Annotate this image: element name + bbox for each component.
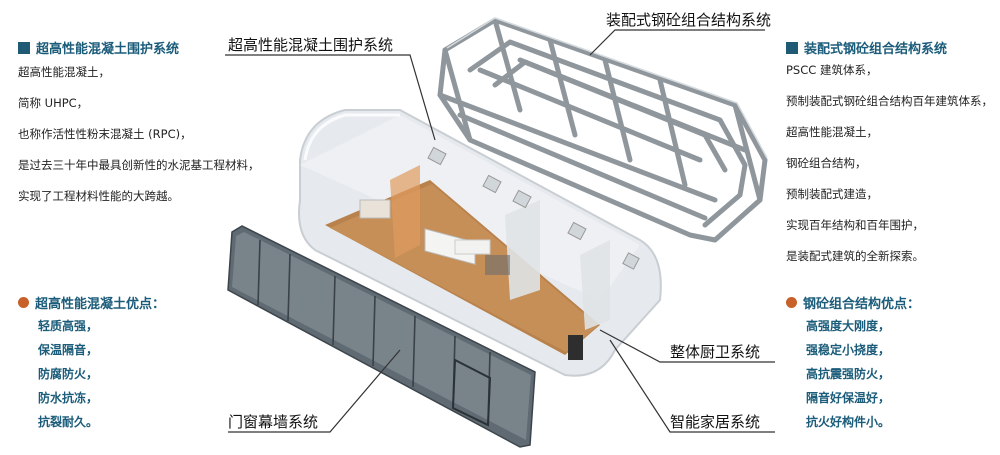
right-advantages-title: 钢砼组合结构优点：: [786, 293, 920, 312]
square-bullet-icon: [18, 41, 30, 54]
left-desc-line: 也称作活性性粉末混凝土 (RPC)，: [18, 127, 192, 141]
right-desc-line: 钢砼组合结构，: [786, 156, 867, 170]
circle-bullet-icon: [18, 297, 29, 308]
callout-envelope-system: 超高性能混凝土围护系统: [228, 36, 394, 54]
right-desc-line: 是装配式建筑的全新探索。: [786, 249, 924, 263]
callout-kitchen-bath-system: 整体厨卫系统: [670, 343, 761, 361]
steel-frame-cage: [437, 17, 768, 243]
curtain-wall-panel: [227, 225, 536, 448]
right-desc-line: PSCC 建筑体系，: [786, 63, 878, 77]
steel-frame-highlight: [446, 17, 768, 159]
right-adv-item: 高强度大刚度，: [806, 319, 891, 333]
left-desc-line: 超高性能混凝土，: [18, 65, 110, 79]
right-desc-line: 预制装配式钢砼组合结构百年建筑体系，: [786, 94, 993, 108]
square-bullet-icon: [786, 41, 798, 54]
left-adv-item: 抗裂耐久。: [38, 415, 99, 429]
callout-smart-home-system: 智能家居系统: [670, 413, 761, 431]
left-adv-item: 轻质高强，: [38, 319, 99, 333]
right-panel-title: 装配式钢砼组合结构系统: [786, 38, 947, 57]
left-adv-item: 防腐防火，: [38, 367, 99, 381]
right-adv-item: 隔音好保温好，: [806, 391, 891, 405]
left-panel-title: 超高性能混凝土围护系统: [18, 38, 179, 57]
right-desc-line: 超高性能混凝土，: [786, 125, 878, 139]
left-desc-line: 是过去三十年中最具创新性的水泥基工程材料，: [18, 158, 260, 172]
right-adv-item: 抗火好构件小。: [806, 415, 891, 429]
left-adv-item: 防水抗冻，: [38, 391, 99, 405]
right-adv-item: 强稳定小挠度，: [806, 343, 891, 357]
circle-bullet-icon: [786, 297, 797, 308]
housing-module: [298, 109, 662, 377]
callout-steel-frame-system: 装配式钢砼组合结构系统: [606, 11, 772, 29]
right-panel-description: PSCC 建筑体系， 预制装配式钢砼组合结构百年建筑体系， 超高性能混凝土， 钢…: [786, 60, 993, 277]
left-advantages-list: 轻质高强， 保温隔音， 防腐防火， 防水抗冻， 抗裂耐久。: [38, 316, 98, 436]
right-advantages-list: 高强度大刚度， 强稳定小挠度， 高抗震强防火， 隔音好保温好， 抗火好构件小。: [806, 316, 890, 436]
left-desc-line: 实现了工程材料性能的大跨越。: [18, 189, 179, 203]
right-desc-line: 预制装配式建造，: [786, 187, 878, 201]
right-desc-line: 实现百年结构和百年围护，: [786, 218, 924, 232]
left-adv-item: 保温隔音，: [38, 343, 99, 357]
callout-curtain-wall-system: 门窗幕墙系统: [228, 413, 319, 431]
right-adv-item: 高抗震强防火，: [806, 367, 891, 381]
left-advantages-title: 超高性能混凝土优点：: [18, 293, 165, 312]
left-desc-line: 简称 UHPC，: [18, 96, 89, 110]
left-panel-description: 超高性能混凝土， 简称 UHPC， 也称作活性性粉末混凝土 (RPC)， 是过去…: [18, 62, 260, 217]
